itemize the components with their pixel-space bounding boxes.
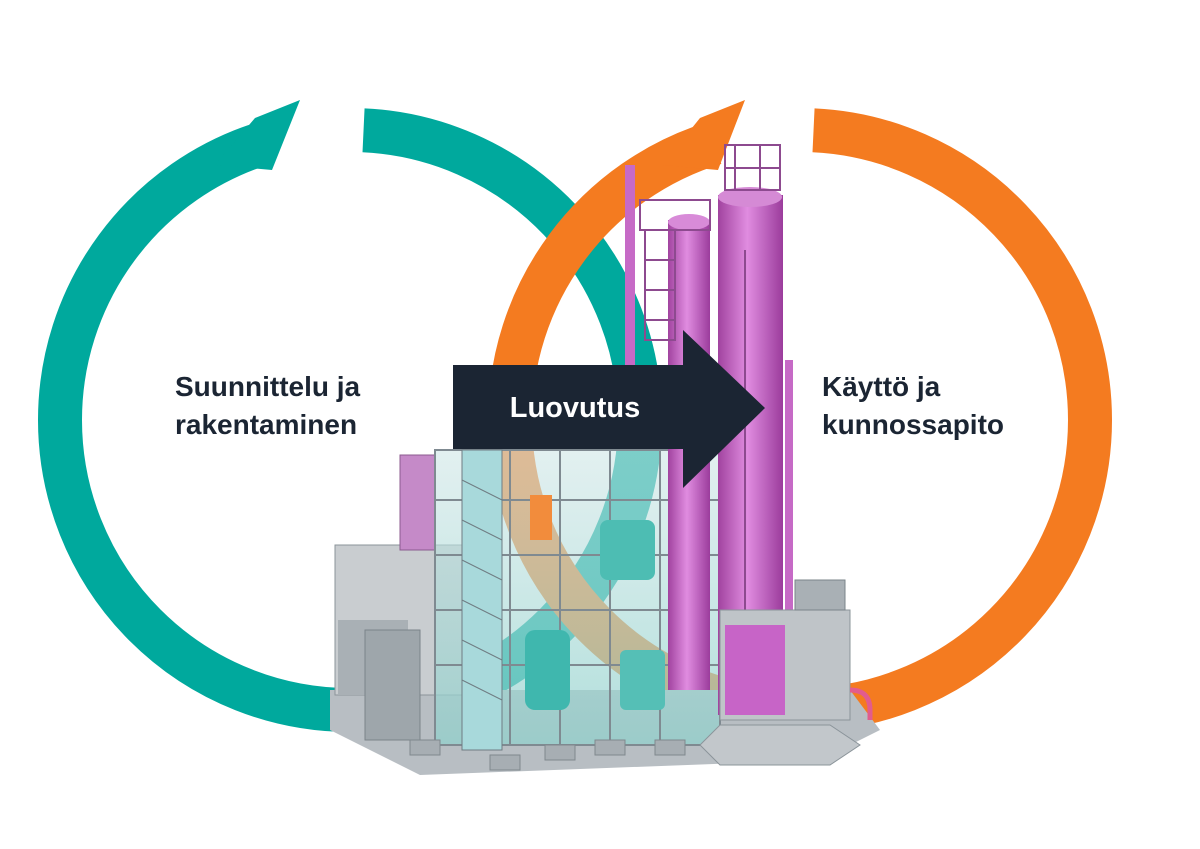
handover-arrow bbox=[453, 330, 765, 488]
design-build-label: Suunnittelu ja rakentaminen bbox=[175, 368, 435, 444]
stair-tower bbox=[461, 449, 503, 751]
orange-equipment bbox=[530, 495, 552, 540]
octagon-base bbox=[699, 724, 861, 766]
design-build-label-line2: rakentaminen bbox=[175, 409, 358, 440]
chimney bbox=[625, 165, 635, 385]
design-build-label-line1: Suunnittelu ja bbox=[175, 371, 361, 402]
plant-model-illustration bbox=[330, 144, 880, 775]
operation-maintenance-label-line2: kunnossapito bbox=[822, 409, 1005, 440]
teal-arrowhead bbox=[215, 100, 300, 170]
handover-label: Luovutus bbox=[509, 392, 641, 424]
teal-tank bbox=[525, 630, 570, 710]
operation-maintenance-label: Käyttö ja kunnossapito bbox=[822, 368, 1082, 444]
operation-maintenance-label-line1: Käyttö ja bbox=[822, 371, 941, 402]
